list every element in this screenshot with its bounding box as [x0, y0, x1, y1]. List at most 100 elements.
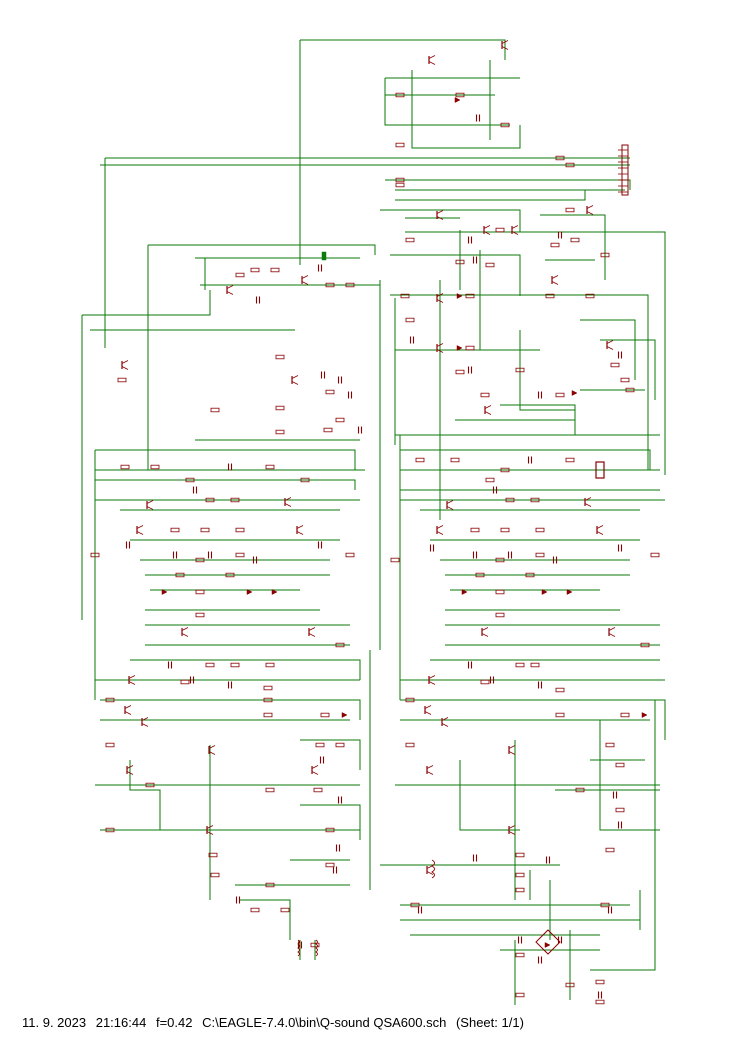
capacitor-34	[227, 463, 233, 471]
resistor-137	[480, 392, 490, 398]
resistor-36	[300, 477, 310, 483]
resistor-78	[105, 697, 115, 703]
transistor-emitter	[508, 751, 516, 755]
resistor-71	[205, 662, 215, 668]
resistor-147	[625, 387, 635, 393]
transistor-emitter	[284, 503, 292, 507]
resistor-155	[505, 497, 515, 503]
resistor-205	[615, 807, 625, 813]
resistor-178	[495, 589, 505, 595]
transistor-12	[226, 285, 234, 295]
transistor-collector	[296, 525, 304, 529]
capacitor-46	[317, 541, 323, 549]
capacitor-162	[617, 544, 623, 552]
resistor-185	[480, 679, 490, 685]
resistor-37	[185, 477, 195, 483]
transistor-emitter	[424, 711, 432, 715]
capacitor-225	[597, 991, 603, 999]
transistor-77	[141, 717, 149, 727]
resistor-163	[470, 527, 480, 533]
transistor-emitter	[426, 871, 434, 875]
resistor-81	[320, 712, 330, 718]
resistor-90	[315, 742, 325, 748]
resistor-26	[210, 407, 220, 413]
wire-15	[82, 290, 211, 316]
transistor-5	[501, 40, 509, 50]
capacitor-50	[172, 551, 178, 559]
transistor-emitter	[436, 349, 444, 353]
resistor-105	[280, 907, 290, 913]
resistor-174	[650, 552, 660, 558]
capacitor-204	[612, 791, 618, 799]
capacitor-70	[189, 676, 195, 684]
transistor-collector	[436, 525, 444, 529]
contact-body	[595, 461, 605, 479]
resistor-156	[530, 497, 540, 503]
transistor-emitter	[308, 633, 316, 637]
transistor-emitter	[141, 723, 149, 727]
capacitor-95	[337, 796, 343, 804]
capacitor-38	[192, 486, 198, 494]
wire-56	[100, 699, 361, 720]
capacitor-7	[475, 114, 481, 122]
resistor-3	[395, 182, 405, 188]
capacitor-74	[227, 681, 233, 689]
capacitor-124	[557, 231, 563, 239]
capacitor-97	[335, 844, 341, 852]
resistor-143	[620, 377, 630, 383]
transistor-emitter	[426, 771, 434, 775]
resistor-173	[390, 557, 400, 563]
wire-23	[405, 231, 666, 475]
transistor-21	[291, 375, 299, 385]
resistor-169	[535, 552, 545, 558]
transistor-collector	[146, 500, 154, 504]
transistor-emitter	[136, 531, 144, 535]
transistor-86	[208, 745, 216, 755]
transistor-emitter	[428, 681, 436, 685]
footer-scale: f=0.42	[155, 1015, 193, 1030]
wire-67	[400, 449, 651, 470]
transistor-emitter	[311, 771, 319, 775]
transistor-emitter	[181, 633, 189, 637]
resistor-228	[555, 155, 565, 161]
capacitor-166	[472, 551, 478, 559]
transistor-emitter	[436, 531, 444, 535]
wire-82	[400, 699, 666, 740]
transistor-collector	[606, 340, 614, 344]
wire-0	[300, 39, 506, 60]
resistor-20	[275, 354, 285, 360]
resistor-58	[345, 552, 355, 558]
resistor-229	[565, 162, 575, 168]
transistor-emitter	[508, 831, 516, 835]
transistor-132	[436, 343, 444, 353]
transistor-192	[441, 717, 449, 727]
resistor-55	[175, 572, 185, 578]
resistor-134	[465, 345, 475, 351]
resistor-171	[475, 572, 485, 578]
resistor-203	[615, 762, 625, 768]
inductor-1	[315, 939, 318, 957]
transistor-42	[284, 497, 292, 507]
capacitor-215	[417, 906, 423, 914]
contact-block	[321, 251, 605, 479]
transistor-76	[124, 705, 132, 715]
transistor-collector	[508, 745, 516, 749]
transistor-18	[121, 360, 129, 370]
resistor-219	[515, 952, 525, 958]
resistor-89	[105, 827, 115, 833]
resistor-112	[495, 227, 505, 233]
resistor-207	[605, 847, 615, 853]
resistor-1	[455, 92, 465, 98]
wire-10	[148, 244, 376, 255]
bridge-outline	[535, 929, 561, 955]
wire-35	[580, 319, 636, 380]
resistor-230	[395, 177, 405, 183]
wire-43	[95, 479, 356, 490]
footer-date: 11. 9. 2023	[22, 1015, 87, 1030]
diode-196	[641, 712, 648, 718]
transistor-67	[128, 675, 136, 685]
transistor-88	[206, 825, 214, 835]
wire-97	[590, 700, 656, 971]
transistor-emitter	[208, 751, 216, 755]
transistor-emitter	[586, 211, 594, 215]
